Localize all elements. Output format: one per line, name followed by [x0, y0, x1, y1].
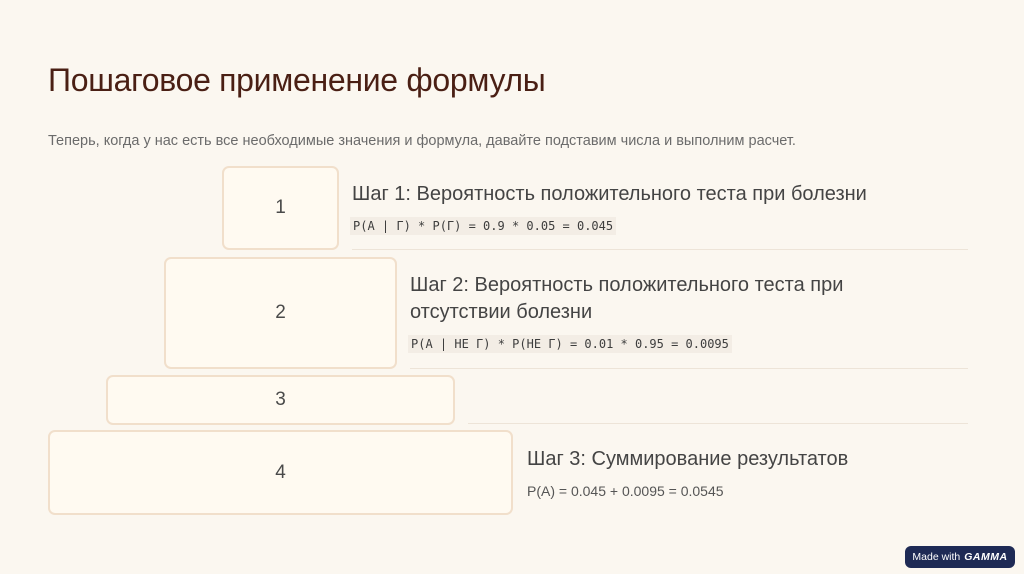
- step-3-divider: [468, 423, 968, 424]
- step-1-title: Шаг 1: Вероятность положительного теста …: [352, 183, 867, 205]
- step-number-2: 2: [275, 302, 286, 323]
- step-number-3: 3: [275, 389, 286, 410]
- step-1-divider: [352, 249, 968, 250]
- step-box-1: 1: [222, 166, 339, 250]
- page-title: Пошаговое применение формулы: [48, 62, 546, 98]
- step-2-title-line-2: отсутствии болезни: [410, 301, 593, 323]
- step-2-formula: P(A | НЕ Г) * P(НЕ Г) = 0.01 * 0.95 = 0.…: [408, 335, 732, 353]
- badge-prefix: Made with: [912, 551, 961, 563]
- step-box-2: 2: [164, 257, 397, 369]
- step-number-1: 1: [275, 197, 286, 218]
- step-1-formula: P(A | Г) * P(Г) = 0.9 * 0.05 = 0.045: [350, 217, 617, 235]
- page-subtitle: Теперь, когда у нас есть все необходимые…: [48, 133, 796, 149]
- step-3-formula: P(A) = 0.045 + 0.0095 = 0.0545: [527, 483, 724, 499]
- gamma-logo: GAMMA: [964, 551, 1008, 563]
- step-3-title: Шаг 3: Суммирование результатов: [527, 448, 849, 470]
- step-2-divider: [410, 368, 968, 369]
- step-number-4: 4: [275, 461, 286, 483]
- step-2-title-line-1: Шаг 2: Вероятность положительного теста …: [410, 274, 844, 296]
- step-box-3: 3: [106, 375, 455, 425]
- made-with-gamma-badge[interactable]: Made with GAMMA: [905, 546, 1015, 568]
- step-box-4: 4: [48, 430, 513, 515]
